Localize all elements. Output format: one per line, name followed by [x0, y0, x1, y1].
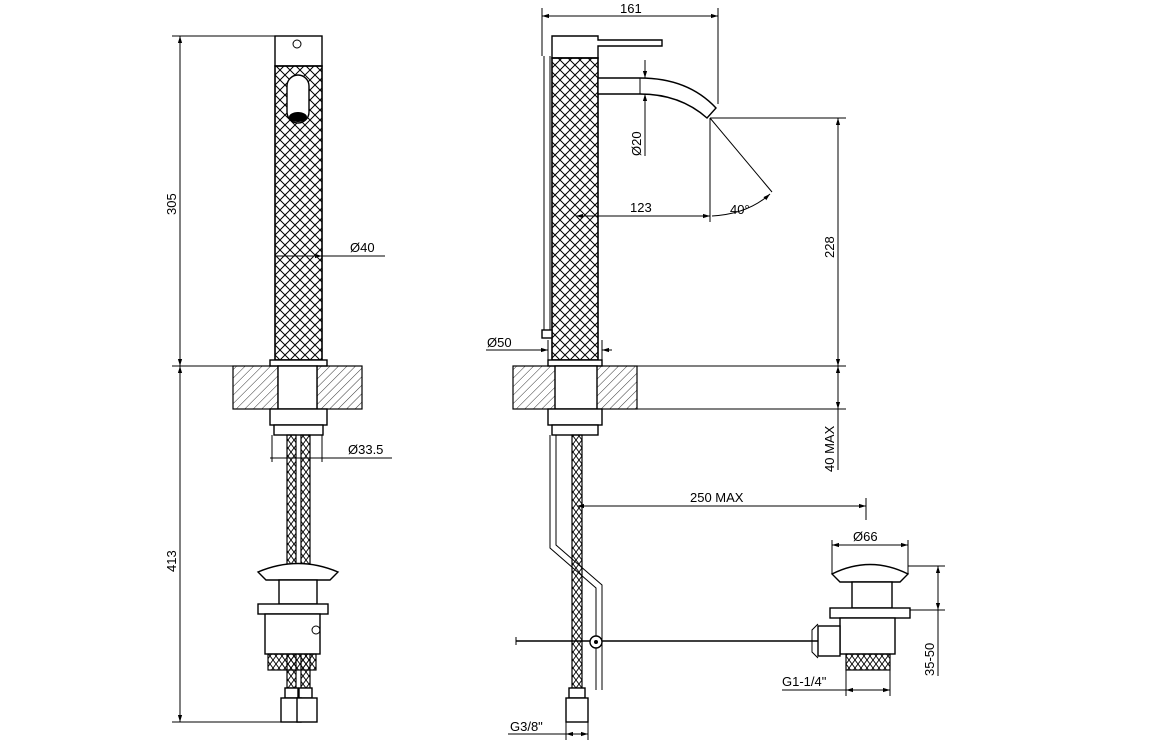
rod-length-label: 250 MAX: [690, 490, 744, 505]
side-body-knurled: [551, 57, 599, 361]
spout-diameter-label: Ø20: [629, 131, 644, 156]
waste-thread-label: G1-1/4": [782, 674, 827, 689]
shank-diameter-label: Ø33.5: [348, 442, 383, 457]
deck-section-left: [232, 365, 279, 410]
hose-thread-label: G3/8": [510, 719, 543, 734]
lever-handle: [551, 35, 663, 59]
lower-height-label: 413: [164, 550, 179, 572]
side-dimensions: 161 Ø20 123 40° 228 40 MAX Ø50 250 MAX: [486, 1, 945, 740]
width-top-label: 161: [620, 1, 642, 16]
side-hose-fitting: [565, 697, 589, 723]
spout-reach-label: 123: [630, 200, 652, 215]
waste-height-label: 35-50: [922, 643, 937, 676]
spout-outlet: [286, 74, 310, 124]
waste-diameter-label: Ø66: [853, 529, 878, 544]
side-waste-body: [839, 617, 896, 655]
side-view: [512, 35, 911, 723]
side-waste-cap: [830, 563, 910, 583]
side-waste-thread: [845, 653, 891, 671]
deck-thickness-label: 40 MAX: [822, 425, 837, 472]
hose-fitting-right: [296, 697, 318, 723]
side-hose: [571, 434, 583, 689]
waste-cap: [256, 562, 340, 581]
front-dimensions: 305 413 Ø40 Ø33.5: [164, 35, 392, 723]
aerator: [289, 112, 307, 122]
cap-hole: [292, 39, 302, 49]
waste-body: [264, 613, 321, 655]
spout-height-label: 228: [822, 236, 837, 258]
spout-angle-label: 40°: [730, 202, 750, 217]
base-diameter-label: Ø50: [487, 335, 512, 350]
height-total-label: 305: [164, 193, 179, 215]
deck-section-right: [316, 365, 363, 410]
spout: [597, 77, 717, 119]
body-diameter-label: Ø40: [350, 240, 375, 255]
front-view: [232, 35, 363, 723]
waste-thread: [267, 653, 317, 671]
fixing-nut: [269, 408, 328, 426]
